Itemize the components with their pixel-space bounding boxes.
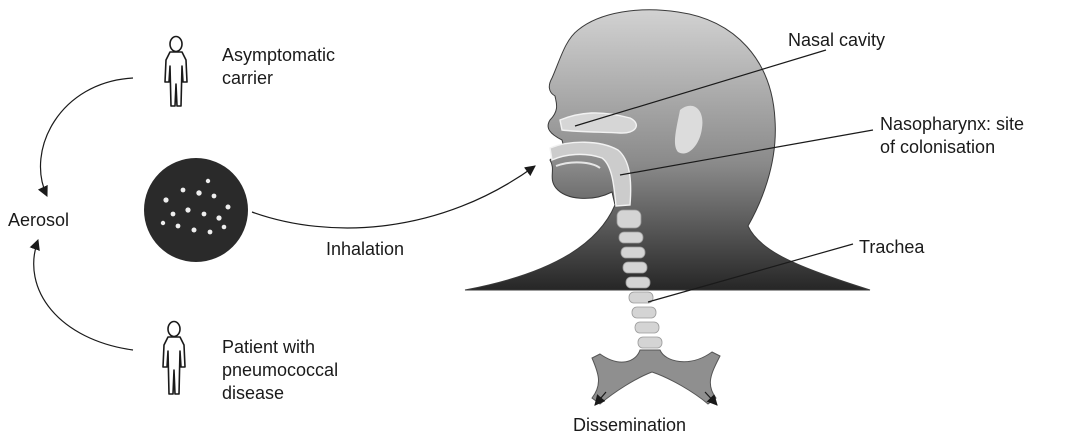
person-icon <box>163 322 185 395</box>
carrier-to-aerosol-arrow <box>40 78 133 196</box>
patient-label: Patient with pneumococcal disease <box>222 336 338 405</box>
asymptomatic-line-1: Asymptomatic <box>222 44 335 67</box>
person-icon <box>165 37 187 107</box>
patient-line-3: disease <box>222 382 338 405</box>
dissemination-label: Dissemination <box>573 414 686 437</box>
bronchi-shape <box>592 350 720 404</box>
trachea-label: Trachea <box>859 236 924 259</box>
asymptomatic-carrier-label: Asymptomatic carrier <box>222 44 335 90</box>
inhalation-label: Inhalation <box>326 238 404 261</box>
nasopharynx-line-2: of colonisation <box>880 136 1024 159</box>
nasopharynx-line-1: Nasopharynx: site <box>880 113 1024 136</box>
patient-line-1: Patient with <box>222 336 338 359</box>
asymptomatic-line-2: carrier <box>222 67 335 90</box>
inhalation-arrow <box>252 166 535 228</box>
patient-line-2: pneumococcal <box>222 359 338 382</box>
nasopharynx-label: Nasopharynx: site of colonisation <box>880 113 1024 159</box>
nasal-cavity-label: Nasal cavity <box>788 29 885 52</box>
aerosol-label: Aerosol <box>8 209 69 232</box>
patient-to-aerosol-arrow <box>34 240 133 350</box>
aerosol-droplet-icon <box>144 158 248 262</box>
